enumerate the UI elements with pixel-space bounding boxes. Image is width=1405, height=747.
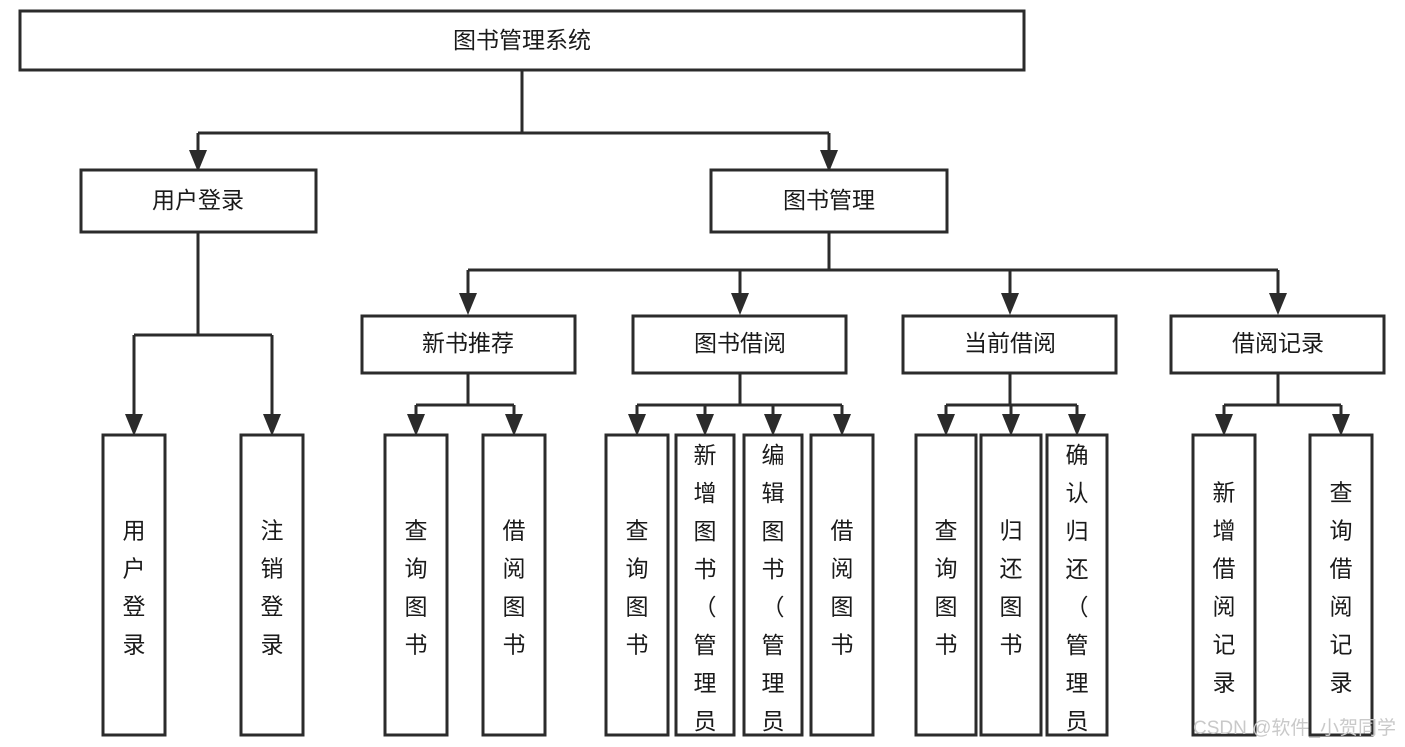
connector-group-borrow-record <box>1215 373 1350 436</box>
arrow-icon-leaf-current-borrow-3 <box>1068 414 1086 436</box>
arrow-icon-leaf-book-borrow-2 <box>696 414 714 436</box>
arrow-icon-leaf-borrow-record-1 <box>1215 414 1233 436</box>
connector-group-current-borrow <box>937 373 1086 436</box>
leaf-label-user-login: 用户登录 <box>123 518 146 658</box>
leaf-label-bb-query-book: 查询图书 <box>626 518 649 658</box>
arrow-icon-leaf-current-borrow-2 <box>1002 414 1020 436</box>
connector-group-book-borrow <box>628 373 851 436</box>
leaf-label-br-query-record: 查询借阅记录 <box>1330 480 1353 696</box>
leaf-node[interactable]: 注销登录 <box>239 433 305 737</box>
node-root-box[interactable] <box>18 9 1026 72</box>
leaf-node[interactable]: 归还图书 <box>979 433 1043 737</box>
leaf-node[interactable]: 用户登录 <box>101 433 167 737</box>
leaf-box-cb-confirm-return[interactable] <box>1045 433 1109 737</box>
leaf-node[interactable]: 查询图书 <box>383 433 449 737</box>
leaf-box-bb-add-book[interactable] <box>674 433 736 737</box>
node-book-management-box[interactable] <box>709 168 949 234</box>
node-current-borrow[interactable]: 当前借阅 <box>901 314 1118 375</box>
leaf-node[interactable]: 编辑图书（管理员） <box>742 433 804 747</box>
leaf-node[interactable]: 借阅图书 <box>481 433 547 737</box>
leaf-box-user-login[interactable] <box>101 433 167 737</box>
node-book-management[interactable]: 图书管理 <box>709 168 949 234</box>
leaf-box-br-add-record[interactable] <box>1191 433 1257 737</box>
node-current-borrow-box[interactable] <box>901 314 1118 375</box>
node-book-management-label: 图书管理 <box>783 187 875 213</box>
node-borrow-record-box[interactable] <box>1169 314 1386 375</box>
node-new-book-recommend-label: 新书推荐 <box>422 330 514 356</box>
leaf-box-bb-query-book[interactable] <box>604 433 670 737</box>
node-borrow-record-label: 借阅记录 <box>1232 330 1324 356</box>
leaf-label-cb-return-book: 归还图书 <box>1000 518 1023 658</box>
connector-group-new-book <box>407 373 523 436</box>
node-new-book-recommend-box[interactable] <box>360 314 577 375</box>
node-new-book-recommend[interactable]: 新书推荐 <box>360 314 577 375</box>
leaf-box-logout[interactable] <box>239 433 305 737</box>
node-book-borrow-label: 图书借阅 <box>694 330 786 356</box>
leaf-node[interactable]: 确认归还（管理员） <box>1045 433 1109 747</box>
arrow-icon-leaf-borrow-record-2 <box>1332 414 1350 436</box>
leaf-box-bb-edit-book[interactable] <box>742 433 804 737</box>
node-borrow-record[interactable]: 借阅记录 <box>1169 314 1386 375</box>
leaf-box-nb-query-book[interactable] <box>383 433 449 737</box>
node-current-borrow-label: 当前借阅 <box>964 330 1056 356</box>
arrow-icon-leaf-new-book-2 <box>505 414 523 436</box>
leaf-node[interactable]: 借阅图书 <box>809 433 875 737</box>
leaf-node[interactable]: 查询图书 <box>604 433 670 737</box>
leaf-node[interactable]: 查询图书 <box>914 433 978 737</box>
leaf-node[interactable]: 新增借阅记录 <box>1191 433 1257 737</box>
leaf-label-br-add-record: 新增借阅记录 <box>1213 480 1236 696</box>
node-root-book-management-system[interactable]: 图书管理系统 <box>18 9 1026 72</box>
leaf-label-nb-query-book: 查询图书 <box>405 518 428 658</box>
arrow-icon-leaf-book-borrow-1 <box>628 414 646 436</box>
leaf-node[interactable]: 查询借阅记录 <box>1308 433 1374 737</box>
leaf-box-bb-borrow-book[interactable] <box>809 433 875 737</box>
connector-group-user-login <box>125 232 281 436</box>
node-root-label: 图书管理系统 <box>453 27 591 53</box>
leaf-label-cb-query-book: 查询图书 <box>935 518 958 658</box>
arrow-icon-leaf-current-borrow-1 <box>937 414 955 436</box>
arrow-icon-borrow-record <box>1269 293 1287 315</box>
leaf-box-nb-borrow-book[interactable] <box>481 433 547 737</box>
node-book-borrow-box[interactable] <box>631 314 848 375</box>
node-user-login-box[interactable] <box>79 168 318 234</box>
leaf-label-nb-borrow-book: 借阅图书 <box>503 518 526 658</box>
arrow-icon-leaf-user-login-1 <box>125 414 143 436</box>
leaf-label-bb-borrow-book: 借阅图书 <box>831 518 854 658</box>
arrow-icon-leaf-book-borrow-4 <box>833 414 851 436</box>
node-user-login-label: 用户登录 <box>152 187 244 213</box>
node-book-borrow[interactable]: 图书借阅 <box>631 314 848 375</box>
leaf-label-cb-confirm-return: 确认归还（管理员） <box>1066 442 1089 747</box>
leaf-label-bb-add-book: 新增图书（管理员） <box>694 442 717 747</box>
leaf-node[interactable]: 新增图书（管理员） <box>674 433 736 747</box>
leaf-box-cb-return-book[interactable] <box>979 433 1043 737</box>
arrow-icon-current-borrow <box>1001 293 1019 315</box>
csdn-watermark: CSDN @软件_小贺同学 <box>1193 717 1396 739</box>
connector-group-book-manage <box>459 232 1287 315</box>
node-user-login[interactable]: 用户登录 <box>79 168 318 234</box>
leaf-label-logout: 注销登录 <box>261 518 284 658</box>
leaf-box-cb-query-book[interactable] <box>914 433 978 737</box>
arrow-icon-new-book <box>459 293 477 315</box>
connector-group-root <box>189 70 838 172</box>
arrow-icon-leaf-book-borrow-3 <box>764 414 782 436</box>
arrow-icon-book-borrow <box>731 293 749 315</box>
arrow-icon-leaf-user-login-2 <box>263 414 281 436</box>
leaf-box-br-query-record[interactable] <box>1308 433 1374 737</box>
arrow-icon-leaf-new-book-1 <box>407 414 425 436</box>
